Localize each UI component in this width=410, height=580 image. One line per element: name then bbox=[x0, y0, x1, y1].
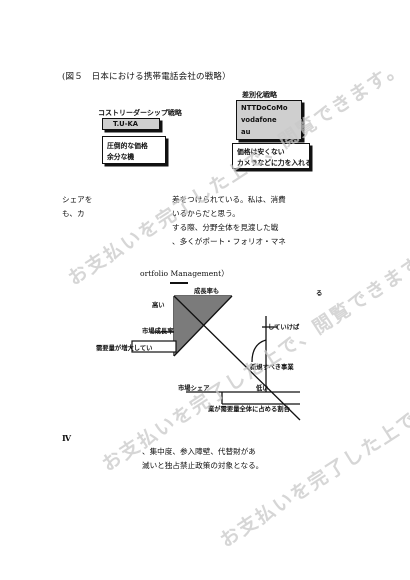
section-iv-heading: Ⅳ bbox=[62, 433, 72, 443]
differentiation-note-box: 価格は安くない カメラなどに力を入れる bbox=[232, 143, 312, 169]
ppm-title: ortfolio Management） bbox=[140, 269, 229, 278]
ppm-label-demand: 需要量が増大してい bbox=[96, 345, 153, 352]
cost-note-line2: 余分な機 bbox=[107, 153, 135, 161]
ppm-diagonal-upper bbox=[173, 295, 233, 357]
paragraph-line-4: 、多くがポート・フォリオ・マネ bbox=[172, 237, 286, 246]
differentiation-title: 差別化戦略 bbox=[242, 91, 277, 99]
diff-note-line2: カメラなどに力を入れる bbox=[237, 159, 312, 167]
bottom-text-line-1: 、集中度、参入障壁、代替財があ bbox=[142, 447, 256, 456]
ppm-label-high: 高い bbox=[152, 302, 165, 309]
company-vodafone: vodafone bbox=[241, 116, 277, 124]
cost-note-line1: 圧倒的な価格 bbox=[107, 142, 148, 150]
paragraph-line-1b: 差をつけられている。私は、消費 bbox=[172, 195, 286, 204]
differentiation-companies-box: NTTDoCoMo vodafone au bbox=[236, 100, 302, 140]
ppm-main-diagonal bbox=[173, 295, 301, 421]
demand-box bbox=[131, 340, 177, 353]
paragraph-line-3: する際、分野全体を見渡した戦 bbox=[172, 223, 279, 232]
ppm-tick bbox=[170, 282, 188, 284]
cost-note-box: 圧倒的な価格 余分な機 bbox=[102, 136, 166, 164]
ppm-label-new-business: 新規すべき事業 bbox=[250, 364, 294, 371]
tuka-label: T.U-KA bbox=[113, 120, 139, 128]
ppm-label-growth-top: 成長率も bbox=[194, 288, 220, 295]
bottom-text-line-2: 滅いと独占禁止政策の対象となる。 bbox=[142, 461, 264, 470]
ppm-label-bottom: 業が需要量全体に占める割合 bbox=[208, 406, 290, 413]
paragraph-line-2b: いるからだと思う。 bbox=[172, 209, 240, 218]
tuka-box: T.U-KA bbox=[102, 118, 160, 130]
company-docomo: NTTDoCoMo bbox=[241, 104, 288, 112]
diff-note-line1: 価格は安くない bbox=[237, 148, 285, 156]
ppm-label-growth-rate: 市場成長率 bbox=[142, 328, 174, 335]
ppm-curve-connector bbox=[251, 339, 267, 363]
paragraph-line-1a: シェアを bbox=[62, 195, 93, 204]
ppm-label-market-share: 市場シェア bbox=[178, 385, 210, 392]
ppm-label-top-right: る bbox=[316, 290, 323, 297]
ppm-label-decreasing: していけば bbox=[268, 324, 300, 331]
company-au: au bbox=[241, 128, 251, 136]
paragraph-line-2a: も、カ bbox=[62, 209, 85, 218]
cost-leadership-title: コストリーダーシップ戦略 bbox=[98, 109, 182, 117]
figure-caption: (図５ 日本における携帯電話会社の戦略） bbox=[62, 72, 231, 82]
ppm-label-low: 低い bbox=[256, 385, 269, 392]
